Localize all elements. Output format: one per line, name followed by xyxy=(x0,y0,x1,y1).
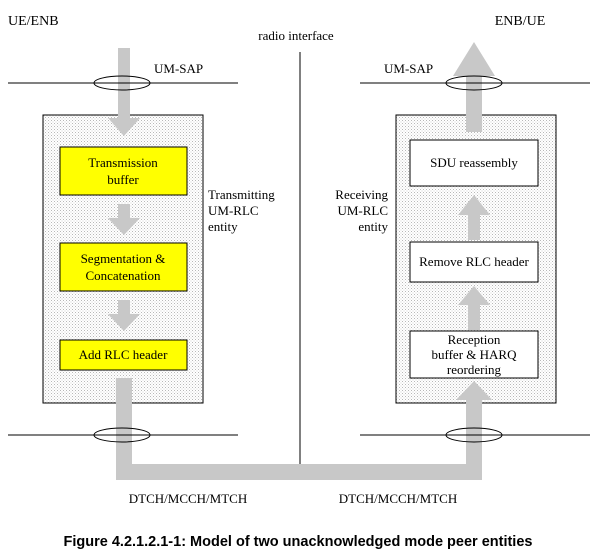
rx-block-3-line-1: Reception xyxy=(448,332,501,347)
rx-block-sdu-reassembly: SDU reassembly xyxy=(409,139,539,187)
tx-block-1-line-2: buffer xyxy=(107,172,139,187)
left-channel-label: DTCH/MCCH/MTCH xyxy=(129,491,247,506)
rx-block-reception-buffer: Reception buffer & HARQ reordering xyxy=(409,330,539,379)
rx-input-arrowhead xyxy=(456,381,492,400)
right-sap-ellipse xyxy=(445,75,503,91)
svg-text:Receiving: Receiving xyxy=(335,187,388,202)
figure-caption: Figure 4.2.1.2.1-1: Model of two unackno… xyxy=(64,534,533,550)
tx-block-segmentation: Segmentation & Concatenation xyxy=(59,242,188,292)
transport-pipe xyxy=(116,378,482,480)
rx-arrow-2 xyxy=(458,195,490,240)
rx-flow-arrows xyxy=(453,42,495,330)
tx-block-3-line-1: Add RLC header xyxy=(79,347,168,362)
right-node-label: ENB/UE xyxy=(495,14,546,29)
radio-interface-label: radio interface xyxy=(258,28,334,43)
rx-block-remove-rlc-header: Remove RLC header xyxy=(409,241,539,283)
rx-arrow-1 xyxy=(458,286,490,330)
transmitting-entity-label: Transmitting UM-RLC entity xyxy=(208,187,275,234)
tx-arrow-2 xyxy=(108,300,140,331)
tx-arrow-1 xyxy=(108,204,140,235)
tx-block-2-line-1: Segmentation & xyxy=(81,251,166,266)
rx-block-3-line-2: buffer & HARQ xyxy=(432,347,518,362)
tx-block-transmission-buffer: Transmission buffer xyxy=(59,146,188,196)
svg-text:entity: entity xyxy=(208,219,238,234)
rx-block-1-line-1: SDU reassembly xyxy=(430,155,518,170)
rx-block-3-line-3: reordering xyxy=(447,362,502,377)
rx-output-arrow xyxy=(453,42,495,132)
left-channel-ellipse xyxy=(93,427,151,443)
tx-block-1-line-1: Transmission xyxy=(88,155,158,170)
tx-block-add-rlc-header: Add RLC header xyxy=(59,339,188,371)
right-channel-ellipse xyxy=(445,427,503,443)
right-channel-label: DTCH/MCCH/MTCH xyxy=(339,491,457,506)
right-sap-label: UM-SAP xyxy=(384,61,433,76)
left-node-label: UE/ENB xyxy=(8,14,59,29)
svg-text:UM-RLC: UM-RLC xyxy=(208,203,259,218)
svg-text:Transmitting: Transmitting xyxy=(208,187,275,202)
left-sap-label: UM-SAP xyxy=(154,61,203,76)
tx-input-arrow xyxy=(108,48,140,136)
receiving-entity-label: Receiving UM-RLC entity xyxy=(335,187,388,234)
svg-text:UM-RLC: UM-RLC xyxy=(337,203,388,218)
tx-flow-arrows xyxy=(108,48,140,331)
svg-text:entity: entity xyxy=(358,219,388,234)
left-sap-ellipse xyxy=(93,75,151,91)
rx-block-2-line-1: Remove RLC header xyxy=(419,254,529,269)
tx-block-2-line-2: Concatenation xyxy=(85,268,161,283)
